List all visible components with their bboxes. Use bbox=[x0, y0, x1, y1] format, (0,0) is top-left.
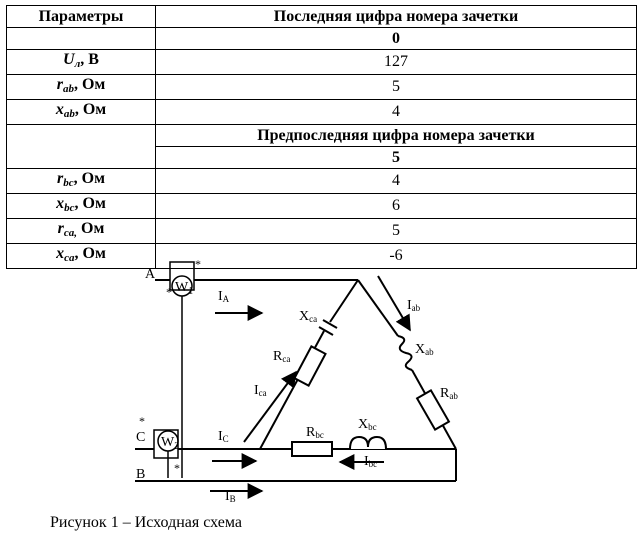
param-value: 4 bbox=[155, 99, 637, 125]
param-name: xab, Ом bbox=[6, 99, 156, 125]
star-w2-bottom: * bbox=[174, 461, 180, 475]
wattmeter1-box bbox=[169, 261, 195, 291]
table-row: xbc, Ом 6 bbox=[6, 193, 637, 219]
inductor-xab bbox=[397, 335, 413, 371]
resistor-rbc bbox=[291, 441, 333, 457]
star-w1-left: * bbox=[166, 285, 172, 299]
label-ic: IC bbox=[218, 429, 229, 444]
phase-c-label: C bbox=[136, 430, 145, 445]
label-xbc: Xbc bbox=[358, 417, 377, 432]
table-row: xab, Ом 4 bbox=[6, 99, 637, 125]
label-ibc: Ibc bbox=[364, 454, 377, 469]
table-row: xca, Ом -6 bbox=[6, 243, 637, 269]
arrow-iab bbox=[377, 275, 411, 332]
star-w1-top: * bbox=[195, 257, 201, 271]
figure-caption: Рисунок 1 – Исходная схема bbox=[50, 514, 242, 531]
arrow-ica bbox=[243, 370, 297, 443]
label-xca: Xca bbox=[299, 309, 317, 324]
table-row: rab, Ом 5 bbox=[6, 74, 637, 100]
resistor-rab bbox=[415, 389, 451, 431]
label-rca: Rca bbox=[273, 349, 290, 364]
label-ib: IB bbox=[225, 489, 236, 504]
param-value: 5 bbox=[155, 74, 637, 100]
label-rbc: Rbc bbox=[306, 425, 324, 440]
label-rab: Rab bbox=[440, 386, 458, 401]
label-ica: Ica bbox=[254, 383, 267, 398]
param-value: -6 bbox=[155, 243, 637, 269]
phase-b-label: B bbox=[136, 467, 145, 482]
phase-a-label: A bbox=[145, 267, 156, 282]
star-w2-top: * bbox=[139, 414, 145, 428]
param-name: xbc, Ом bbox=[6, 193, 156, 219]
wattmeter2-label: W2 bbox=[161, 435, 179, 452]
label-ia: IA bbox=[218, 289, 230, 304]
wattmeter1-label: W1 bbox=[175, 280, 193, 297]
label-iab: Iab bbox=[407, 298, 421, 313]
inductor-xbc bbox=[349, 435, 387, 450]
param-name: xca, Ом bbox=[6, 243, 156, 269]
param-name: rca, Ом bbox=[6, 218, 156, 244]
resistor-rca bbox=[293, 344, 327, 388]
parameters-table: Параметры Последняя цифра номера зачетки… bbox=[6, 5, 637, 269]
table-row: rbc, Ом 4 bbox=[6, 168, 637, 194]
param-value: 4 bbox=[155, 168, 637, 194]
capacitor-xca bbox=[318, 319, 338, 336]
label-xab: Xab bbox=[415, 342, 434, 357]
